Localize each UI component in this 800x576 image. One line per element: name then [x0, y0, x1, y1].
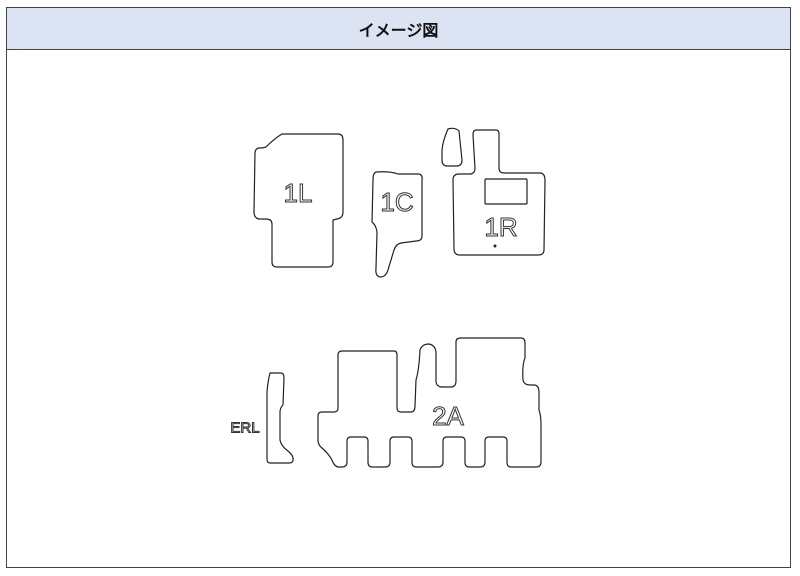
- mat-label-1c: 1C: [380, 187, 413, 217]
- mat-1r-hole: [493, 244, 497, 248]
- diagram-frame: イメージ図: [6, 7, 791, 568]
- diagram-title: イメージ図: [7, 8, 790, 50]
- mat-label-erl: ERL: [230, 420, 259, 437]
- mat-1c: 1C: [371, 171, 423, 278]
- mat-label-2a: 2A: [432, 401, 464, 431]
- mat-erl: ERL: [230, 372, 294, 464]
- mat-1r: 1R: [441, 127, 546, 256]
- mat-1l: 1L: [253, 133, 344, 268]
- mat-label-1l: 1L: [284, 178, 313, 208]
- mat-label-1r: 1R: [484, 212, 517, 242]
- mat-2a: 2A: [317, 337, 542, 468]
- mat-1r-cutout: [484, 178, 528, 205]
